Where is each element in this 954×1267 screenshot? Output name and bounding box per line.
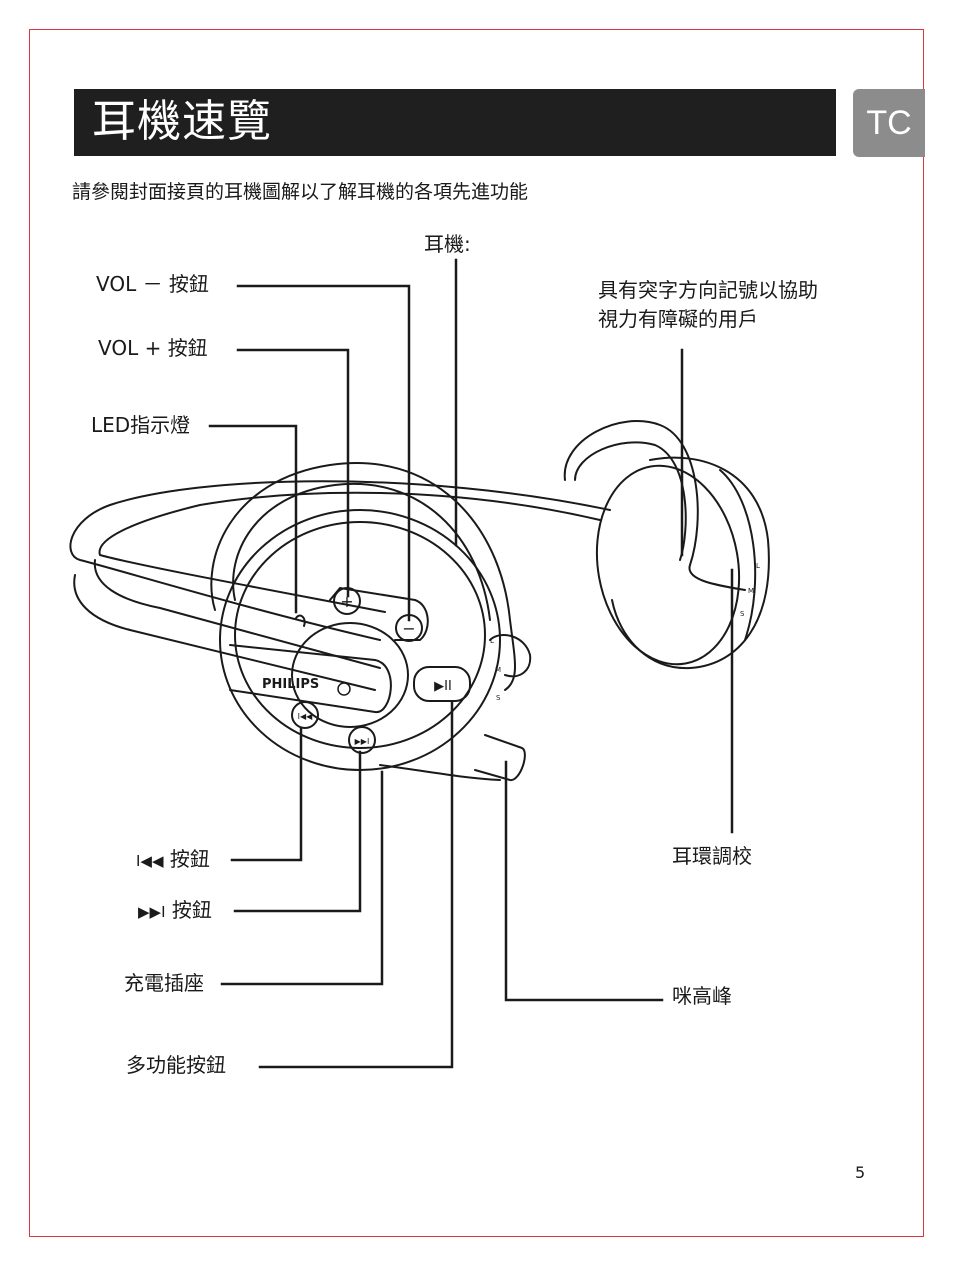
neckband-band (73, 574, 376, 691)
next-symbol: ▶▶I (138, 903, 166, 921)
right-cup-rim (719, 469, 757, 641)
prev-symbol: I◀◀ (136, 852, 164, 870)
size-mark-m: M (495, 666, 501, 674)
title-bar: 耳機速覽 (74, 89, 836, 156)
label-prev: I◀◀ 按鈕 (136, 846, 210, 874)
left-earhook (210, 462, 516, 691)
registered-mark (337, 682, 351, 696)
mic-boom (474, 734, 526, 781)
brand-logo: PHILIPS (262, 677, 319, 692)
plus-glyph: + (340, 592, 353, 611)
label-multi: 多功能按鈕 (126, 1053, 226, 1077)
label-headphone: 耳機: (424, 232, 471, 256)
play-pause-button (413, 666, 471, 702)
left-earhook-tip (489, 634, 532, 678)
left-earcup-face (234, 521, 486, 749)
play-pause-glyph: ▶II (434, 679, 452, 694)
label-mic: 咪高峰 (672, 984, 732, 1008)
label-led: LED指示燈 (91, 413, 191, 437)
leader-charge (220, 770, 384, 986)
label-prev-text: 按鈕 (169, 847, 210, 871)
multi-ring (291, 622, 409, 728)
leader-vol-plus (236, 348, 350, 598)
label-charge: 充電插座 (124, 971, 204, 995)
next-glyph: ▶▶I (355, 737, 370, 746)
neckband-front (229, 644, 392, 714)
label-tactile-line2: 視力有障礙的用戶 (598, 307, 758, 331)
mic-boom-line (379, 764, 501, 781)
next-button (348, 726, 376, 754)
language-tab[interactable]: TC (853, 89, 925, 157)
leader-led (208, 424, 298, 614)
leader-mic (504, 760, 664, 1002)
prev-glyph: I◀◀ (298, 712, 314, 721)
intro-text: 請參閱封面接頁的耳機圖解以了解耳機的各項先進功能 (72, 181, 529, 203)
minus-glyph: − (402, 619, 415, 638)
size-mark-l: L (490, 637, 494, 645)
page-number: 5 (855, 1163, 866, 1182)
neckband-outer (69, 480, 611, 641)
label-tactile-line1: 具有突字方向記號以協助 (598, 278, 818, 302)
label-next: ▶▶I 按鈕 (138, 897, 212, 925)
neckband-band-inner (93, 559, 381, 669)
page-border (29, 29, 924, 1237)
size-mark-l-right: L (756, 562, 760, 570)
language-tab-label: TC (866, 104, 912, 142)
left-earcup-body (219, 509, 501, 771)
size-mark-m-right: M (748, 587, 754, 595)
size-mark-s-right: S (740, 610, 745, 618)
led-indicator (295, 614, 306, 627)
right-earcup-front (595, 464, 741, 666)
leader-prev (230, 726, 303, 862)
label-earloop: 耳環調校 (672, 844, 752, 868)
label-tactile: 具有突字方向記號以協助 視力有障礙的用戶 (598, 276, 818, 334)
label-vol-plus: VOL + 按鈕 (98, 336, 208, 360)
right-earhook-inner (574, 441, 687, 561)
leader-vol-minus (236, 284, 411, 622)
label-vol-minus: VOL － 按鈕 (96, 272, 209, 296)
left-earhook-inner (232, 482, 491, 621)
size-mark-s: S (496, 694, 501, 702)
label-next-text: 按鈕 (171, 898, 212, 922)
leader-next (233, 750, 362, 913)
leader-multi (258, 700, 454, 1069)
right-earhook (563, 420, 746, 591)
page-title: 耳機速覽 (92, 96, 272, 147)
neckband-inner (98, 491, 601, 613)
control-plate (329, 587, 429, 641)
